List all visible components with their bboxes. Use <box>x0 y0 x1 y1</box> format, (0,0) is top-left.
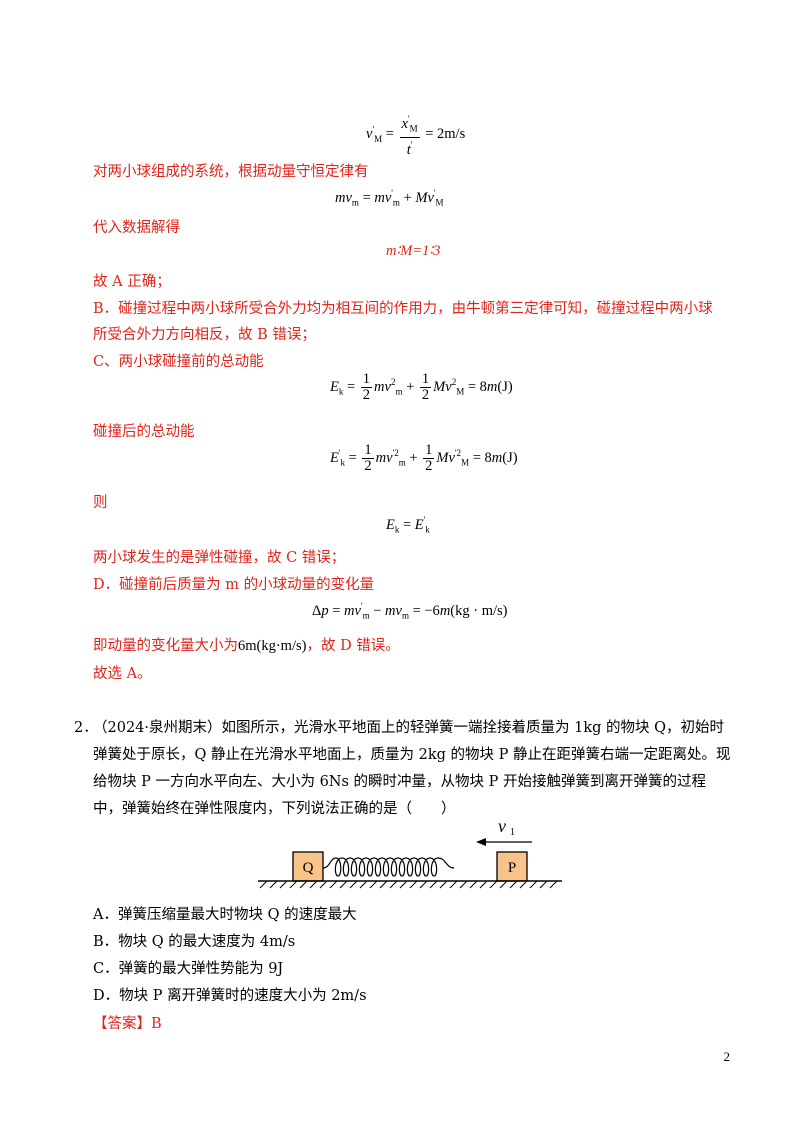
block-q-label: Q <box>303 860 314 876</box>
d-conclusion-text: 即动量的变化量大小为6m(kg·m/s)，故 D 错误。 <box>93 638 400 654</box>
option-b: B．物块 Q 的最大速度为 4m/s <box>93 934 296 950</box>
question-line-4: 中，弹簧始终在弹性限度内，下列说法正确的是（ ） <box>93 801 456 817</box>
equation-momentum-conservation: mvm = mv'm + Mv'M <box>335 188 444 208</box>
block-p-label: P <box>508 860 516 876</box>
equation-momentum-change: Δp = mv'm − mvm = −6m(kg · m/s) <box>312 601 508 621</box>
equation-ek-equal: Ek = E'k <box>386 515 430 535</box>
momentum-change-value: 6m(kg·m/s) <box>238 638 307 654</box>
then-text: 则 <box>93 495 108 511</box>
spring-blocks-figure: v 1 Q P <box>258 816 562 889</box>
b-analysis-line2: 所受合外力方向相反，故 B 错误； <box>93 327 316 343</box>
mass-ratio: m∶M=1∶3 <box>386 243 441 259</box>
d-analysis-text: D．碰撞前后质量为 m 的小球动量的变化量 <box>93 577 375 593</box>
option-c: C．弹簧的最大弹性势能为 9J <box>93 961 284 977</box>
question-line-3: 给物块 P 一方向水平向左、大小为 6Ns 的瞬时冲量，从物块 P 开始接触弹簧… <box>93 774 707 790</box>
substitute-text: 代入数据解得 <box>93 220 180 236</box>
b-analysis-line1: B．碰撞过程中两小球所受合外力均为相互间的作用力，由牛顿第三定律可知，碰撞过程中… <box>93 301 713 317</box>
option-d: D．物块 P 离开弹簧时的速度大小为 2m/s <box>93 988 367 1004</box>
momentum-intro-text: 对两小球组成的系统，根据动量守恒定律有 <box>93 164 369 180</box>
spring <box>322 857 455 877</box>
page-number: 2 <box>723 1049 731 1064</box>
velocity-subscript: 1 <box>510 827 515 838</box>
question-number: 2． <box>74 720 98 736</box>
answer-value: B <box>151 1016 162 1032</box>
option-a: A．弹簧压缩量最大时物块 Q 的速度最大 <box>93 907 357 923</box>
question-line-1: （2024·泉州期末）如图所示，光滑水平地面上的轻弹簧一端拴接着质量为 1kg … <box>93 720 725 736</box>
velocity-label: v <box>498 816 506 836</box>
velocity-arrow-head <box>476 838 486 846</box>
final-choice-text: 故选 A。 <box>93 666 152 682</box>
question-line-2: 弹簧处于原长，Q 静止在光滑水平地面上，质量为 2kg 的物块 P 静止在距弹簧… <box>93 747 731 763</box>
c-analysis-text: C、两小球碰撞前的总动能 <box>93 354 264 370</box>
answer-label: 【答案】 <box>93 1016 151 1032</box>
a-correct-text: 故 A 正确； <box>93 274 171 290</box>
c-conclusion-text: 两小球发生的是弹性碰撞，故 C 错误； <box>93 550 346 566</box>
answer-line: 【答案】B <box>93 1012 162 1033</box>
after-collision-text: 碰撞后的总动能 <box>93 424 195 440</box>
ground-hatching <box>259 880 558 889</box>
